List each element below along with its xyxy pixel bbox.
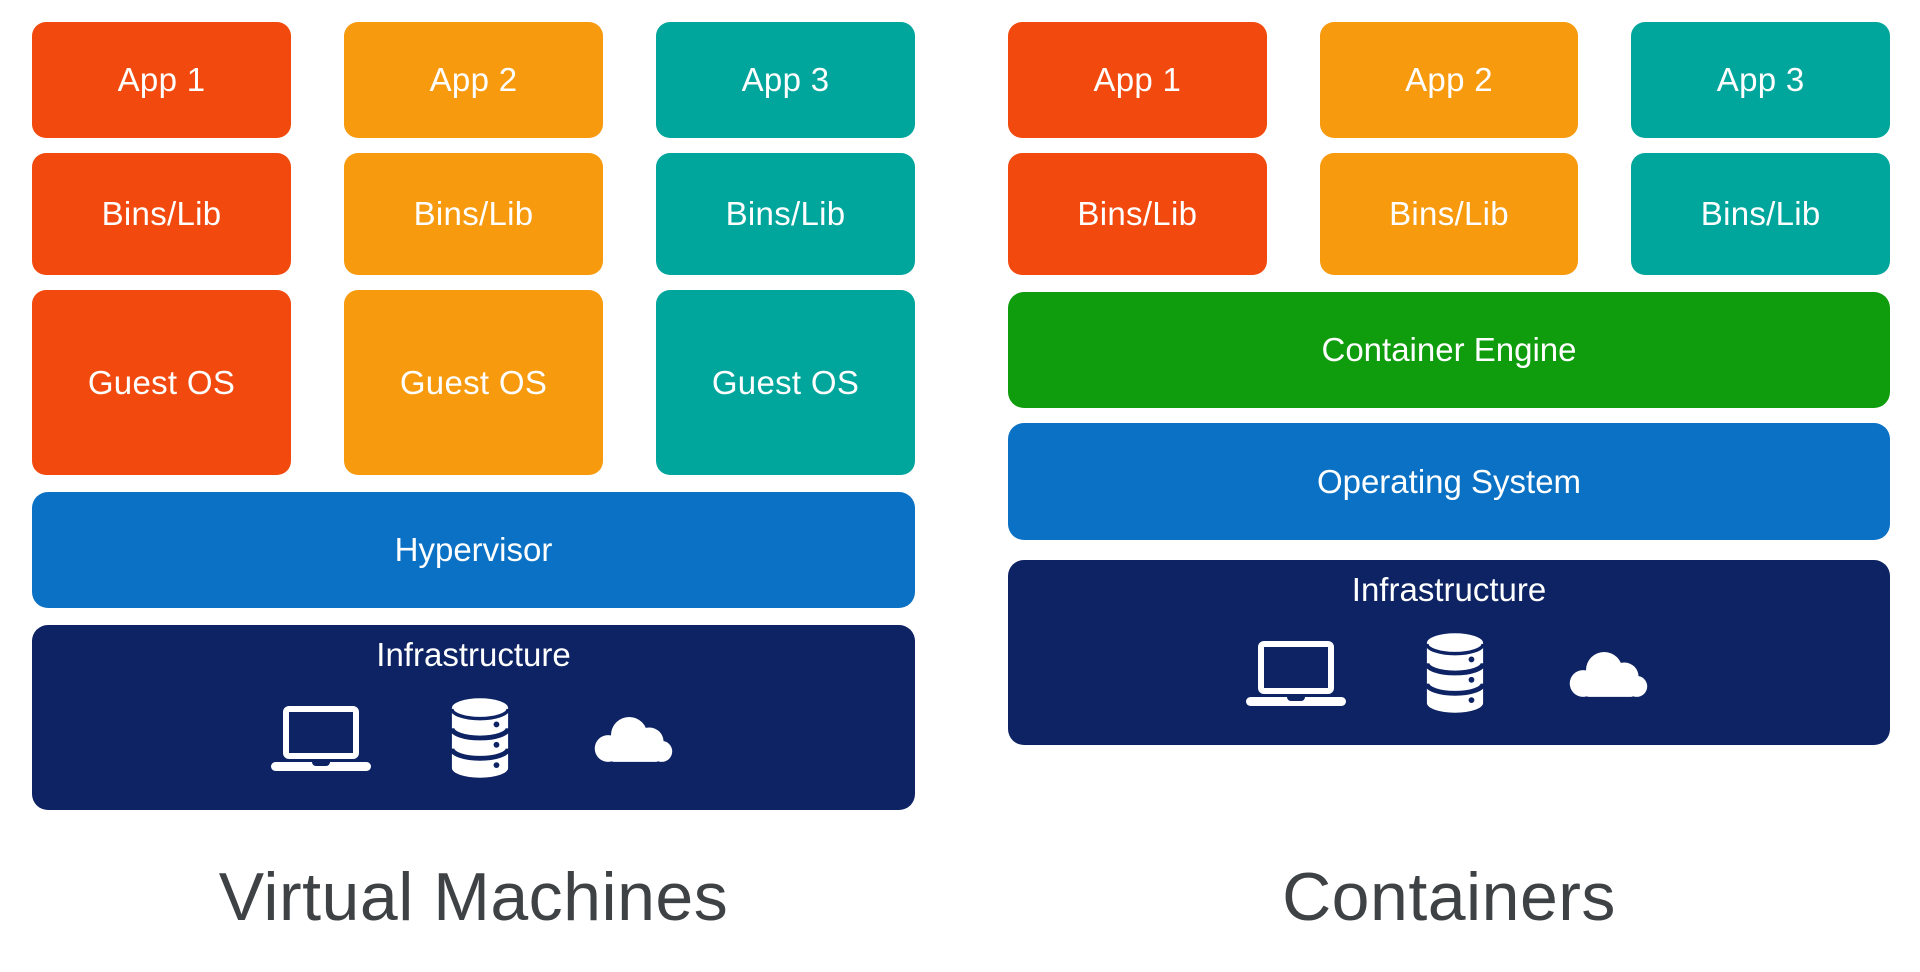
laptop-icon [1246, 640, 1346, 706]
vm-bins-row: Bins/Lib Bins/Lib Bins/Lib [32, 153, 915, 275]
operating-system-bar: Operating System [1008, 423, 1890, 540]
vm-bins2-box: Bins/Lib [344, 153, 603, 275]
ct-bins3-box: Bins/Lib [1631, 153, 1891, 275]
ct-bins1-box: Bins/Lib [1008, 153, 1267, 275]
vm-guestos1-box: Guest OS [32, 290, 291, 475]
operating-system-label: Operating System [1316, 462, 1582, 500]
laptop-screen [1258, 640, 1334, 694]
laptop-base [270, 761, 371, 771]
vm-app2-label: App 2 [429, 61, 518, 98]
database-icon [448, 698, 511, 778]
cloud-icon [594, 716, 672, 762]
vm-guestos3-label: Guest OS [711, 363, 860, 401]
containers-title: Containers [1282, 859, 1616, 935]
vm-app-row: App 1 App 2 App 3 [32, 22, 915, 138]
ct-bins-row: Bins/Lib Bins/Lib Bins/Lib [1008, 153, 1891, 275]
vm-infrastructure-label: Infrastructure [376, 636, 571, 673]
ct-infrastructure-bar: Infrastructure [1008, 560, 1890, 745]
vm-guestos3-box: Guest OS [656, 290, 915, 475]
vm-app2-box: App 2 [344, 22, 603, 138]
ct-app1-label: App 1 [1093, 61, 1182, 98]
container-engine-bar: Container Engine [1008, 292, 1890, 408]
ct-app-row: App 1 App 2 App 3 [1008, 22, 1891, 138]
hypervisor-label: Hypervisor [394, 531, 553, 568]
ct-infrastructure-icons [1246, 632, 1652, 714]
database-icon [1424, 633, 1486, 713]
vm-infrastructure-icons [270, 697, 677, 779]
ct-app3-box: App 3 [1631, 22, 1891, 138]
vm-guestos1-label: Guest OS [87, 363, 236, 401]
vm-infrastructure-bar: Infrastructure [32, 625, 915, 810]
virtual-machines-title: Virtual Machines [218, 859, 729, 935]
ct-bins2-box: Bins/Lib [1319, 153, 1579, 275]
ct-bins1-label: Bins/Lib [1077, 195, 1198, 232]
ct-app3-label: App 3 [1716, 61, 1805, 98]
ct-bins2-label: Bins/Lib [1389, 195, 1509, 232]
ct-infrastructure-label: Infrastructure [1351, 571, 1547, 608]
ct-app2-label: App 2 [1405, 61, 1493, 98]
container-engine-label: Container Engine [1321, 331, 1577, 368]
laptop-screen [282, 705, 359, 759]
virtual-machines-panel: App 1 App 2 App 3 Bins/Lib Bins/Lib Bins… [32, 22, 915, 810]
laptop-base [1246, 696, 1346, 706]
vm-bins1-label: Bins/Lib [101, 195, 222, 232]
vm-bins1-box: Bins/Lib [32, 153, 291, 275]
containers-panel: App 1 App 2 App 3 Bins/Lib Bins/Lib Bins… [1008, 22, 1891, 745]
vm-app3-label: App 3 [741, 61, 830, 98]
vm-guestos2-box: Guest OS [344, 290, 603, 475]
vm-app1-box: App 1 [32, 22, 291, 138]
cloud-icon [1569, 651, 1648, 697]
vm-guestos2-label: Guest OS [399, 363, 548, 401]
vm-app3-box: App 3 [656, 22, 915, 138]
vm-bins2-label: Bins/Lib [413, 195, 534, 232]
ct-app2-box: App 2 [1319, 22, 1579, 138]
ct-app1-box: App 1 [1008, 22, 1267, 138]
vm-guestos-row: Guest OS Guest OS Guest OS [32, 290, 915, 475]
vm-app1-label: App 1 [117, 61, 206, 98]
vm-bins3-label: Bins/Lib [725, 195, 846, 232]
laptop-icon [270, 705, 371, 771]
vm-bins3-box: Bins/Lib [656, 153, 915, 275]
hypervisor-bar: Hypervisor [32, 492, 915, 608]
ct-bins3-label: Bins/Lib [1700, 195, 1821, 232]
